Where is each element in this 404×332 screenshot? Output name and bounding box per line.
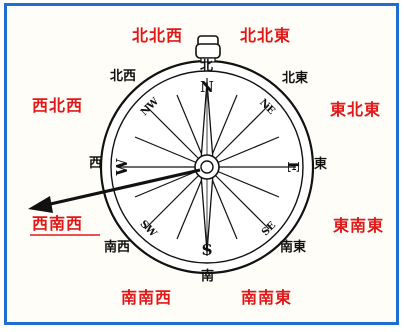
label-nannansei: 南南西 bbox=[121, 288, 173, 307]
cardinal-e: E bbox=[284, 161, 302, 172]
direction-arrow-icon bbox=[28, 168, 201, 213]
label-hokuhokusei: 北北西 bbox=[132, 26, 184, 45]
label-minami: 南 bbox=[201, 269, 215, 284]
label-hokutou: 北東 bbox=[282, 71, 309, 86]
label-nansei: 南西 bbox=[104, 240, 131, 255]
compass-knob-icon bbox=[195, 35, 221, 63]
label-tounantou: 東南東 bbox=[333, 216, 385, 235]
label-touhokutou: 東北東 bbox=[330, 100, 382, 119]
cardinal-n: N bbox=[200, 78, 214, 96]
cardinal-s: S bbox=[202, 241, 213, 259]
label-seihokusei: 西北西 bbox=[32, 96, 84, 115]
cardinal-w: W bbox=[113, 157, 131, 176]
label-nishi: 西 bbox=[89, 156, 103, 171]
label-hokusei: 北西 bbox=[110, 69, 137, 84]
label-seinansei: 西南西 bbox=[32, 214, 84, 233]
label-nannantou: 南南東 bbox=[241, 288, 293, 307]
label-hokuhokutou: 北北東 bbox=[240, 26, 292, 45]
label-higashi: 東 bbox=[314, 157, 328, 172]
label-kita: 北 bbox=[200, 59, 214, 74]
label-nantou: 南東 bbox=[280, 240, 307, 255]
